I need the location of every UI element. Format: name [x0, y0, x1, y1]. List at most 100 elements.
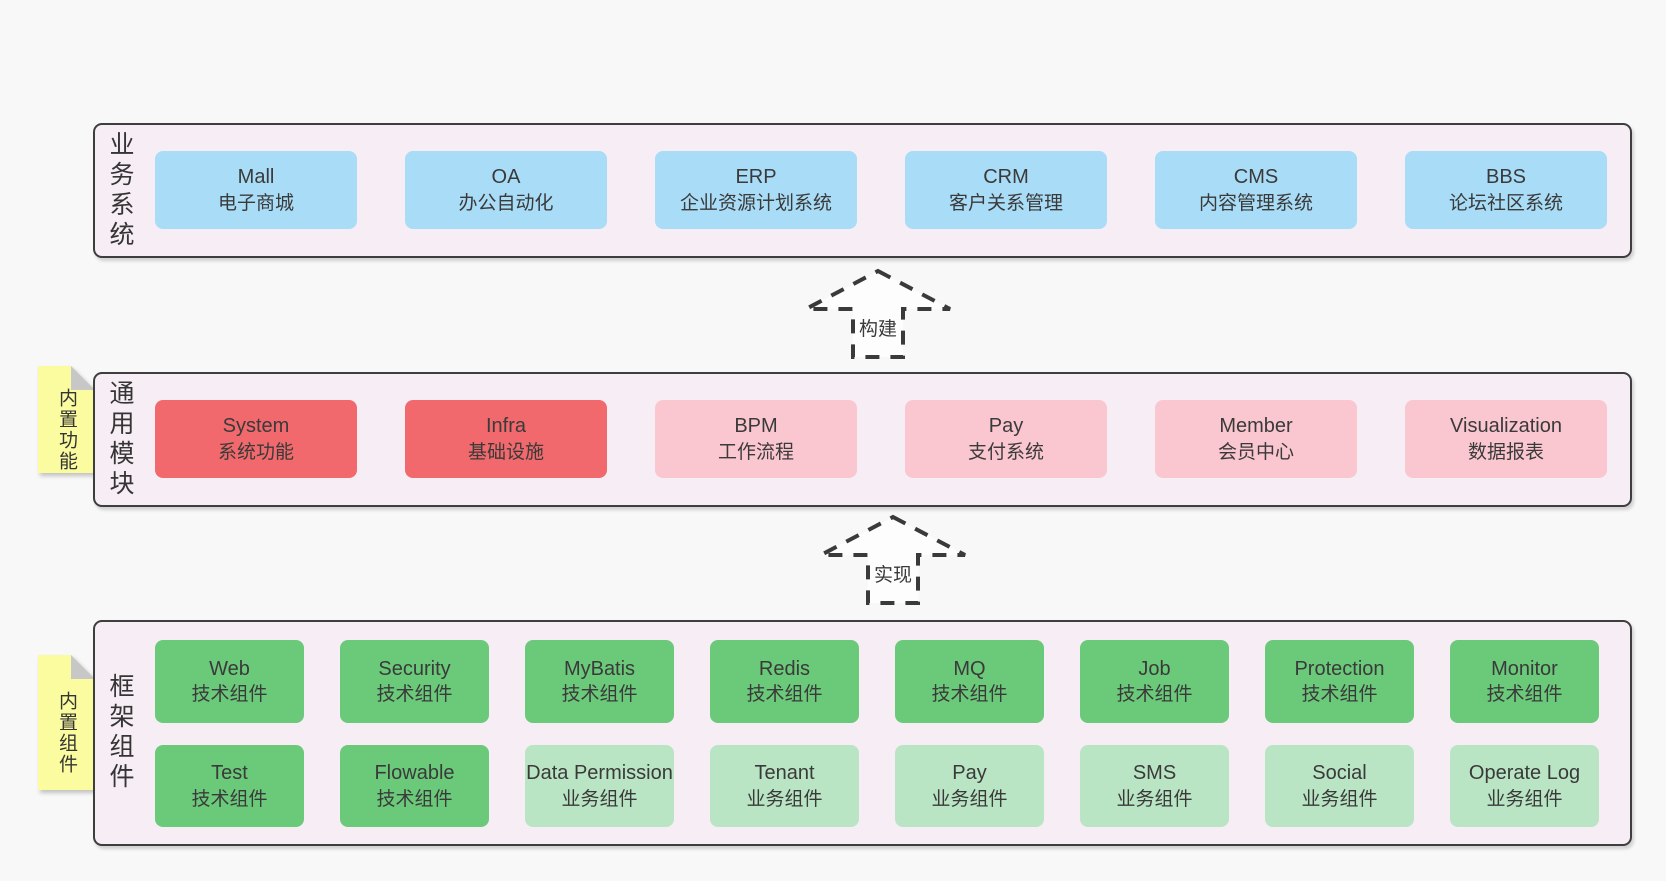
module-box: MyBatis 技术组件: [525, 640, 674, 723]
box-subtitle: 技术组件: [191, 684, 268, 706]
box-title: MyBatis: [563, 657, 636, 680]
arrow-label-build: 构建: [858, 319, 897, 340]
box-subtitle: 技术组件: [376, 684, 453, 706]
box-subtitle: 技术组件: [376, 788, 453, 810]
box-title: Redis: [758, 657, 811, 680]
box-subtitle: 技术组件: [1486, 684, 1563, 706]
module-box: Job 技术组件: [1080, 640, 1229, 723]
box-subtitle: 业务组件: [561, 788, 638, 810]
sticky-note-built-in-features: 内置功能: [38, 366, 95, 473]
box-title: Web: [209, 657, 250, 680]
box-title: Flowable: [374, 762, 455, 785]
box-title: Social: [1312, 762, 1367, 785]
module-box: System 系统功能: [155, 400, 357, 478]
module-box: Social 业务组件: [1265, 745, 1414, 827]
modules-boxes-row: System 系统功能 Infra 基础设施 BPM 工作流程 Pay 支付系统 Member 会…: [155, 400, 1607, 478]
sticky-label: 内置组件: [56, 690, 77, 775]
box-title: Protection: [1294, 657, 1385, 680]
module-box: SMS 业务组件: [1080, 745, 1229, 827]
box-subtitle: 论坛社区系统: [1448, 192, 1563, 214]
box-title: Job: [1138, 657, 1171, 680]
box-subtitle: 业务组件: [1301, 788, 1378, 810]
box-subtitle: 技术组件: [1301, 684, 1378, 706]
box-title: Tenant: [754, 762, 815, 785]
box-title: Pay: [988, 415, 1024, 438]
box-subtitle: 系统功能: [217, 441, 294, 463]
box-subtitle: 数据报表: [1467, 441, 1544, 463]
box-subtitle: 内容管理系统: [1198, 192, 1313, 214]
module-box: Web 技术组件: [155, 640, 304, 723]
layer-common-modules: 通用模块 System 系统功能 Infra 基础设施 BPM 工作流程 Pay 支付系统 Me…: [93, 372, 1632, 507]
module-box: Pay 业务组件: [895, 745, 1044, 827]
box-subtitle: 业务组件: [1116, 788, 1193, 810]
module-box: Redis 技术组件: [710, 640, 859, 723]
box-title: SMS: [1132, 762, 1177, 785]
module-box: CMS 内容管理系统: [1155, 151, 1357, 229]
module-box: ERP 企业资源计划系统: [655, 151, 857, 229]
box-title: BBS: [1485, 166, 1527, 189]
box-title: System: [222, 415, 290, 438]
layer-label-common-modules: 通用模块: [106, 379, 134, 500]
box-title: Security: [378, 657, 451, 680]
box-subtitle: 工作流程: [717, 441, 794, 463]
box-subtitle: 企业资源计划系统: [679, 192, 832, 214]
module-box: Visualization 数据报表: [1405, 400, 1607, 478]
module-box: Infra 基础设施: [405, 400, 607, 478]
box-subtitle: 电子商城: [217, 192, 294, 214]
box-subtitle: 业务组件: [1486, 788, 1563, 810]
box-title: Member: [1219, 415, 1293, 438]
module-box: BBS 论坛社区系统: [1405, 151, 1607, 229]
box-subtitle: 技术组件: [931, 684, 1008, 706]
layer-label-framework-components: 框架组件: [106, 673, 134, 793]
box-subtitle: 办公自动化: [458, 192, 554, 214]
layer-label-business-systems: 业务系统: [106, 130, 134, 251]
box-subtitle: 业务组件: [931, 788, 1008, 810]
box-subtitle: 技术组件: [746, 684, 823, 706]
module-box: Protection 技术组件: [1265, 640, 1414, 723]
box-title: CRM: [983, 166, 1029, 189]
box-title: OA: [491, 166, 521, 189]
arrow-build: 构建: [803, 268, 953, 360]
box-subtitle: 技术组件: [191, 788, 268, 810]
sticky-note-built-in-components: 内置组件: [38, 655, 95, 790]
box-subtitle: 支付系统: [967, 441, 1044, 463]
box-subtitle: 客户关系管理: [948, 192, 1063, 214]
module-box: Pay 支付系统: [905, 400, 1107, 478]
box-title: Infra: [485, 415, 527, 438]
module-box: Tenant 业务组件: [710, 745, 859, 827]
box-subtitle: 技术组件: [1116, 684, 1193, 706]
dashed-up-arrow-icon: [820, 514, 966, 605]
module-box: OA 办公自动化: [405, 151, 607, 229]
module-box: Monitor 技术组件: [1450, 640, 1599, 723]
box-subtitle: 技术组件: [561, 684, 638, 706]
box-title: MQ: [953, 657, 986, 680]
box-title: Test: [211, 762, 248, 785]
box-title: Operate Log: [1468, 762, 1581, 785]
arrow-implement: 实现: [818, 514, 968, 606]
box-title: Visualization: [1450, 415, 1562, 438]
box-title: BPM: [734, 415, 778, 438]
dashed-up-arrow-icon: [805, 268, 951, 359]
box-subtitle: 业务组件: [746, 788, 823, 810]
module-box: MQ 技术组件: [895, 640, 1044, 723]
module-box: BPM 工作流程: [655, 400, 857, 478]
box-title: Pay: [952, 762, 987, 785]
box-subtitle: 会员中心: [1217, 441, 1294, 463]
box-title: ERP: [735, 166, 777, 189]
sticky-label: 内置功能: [56, 387, 77, 472]
module-box: Member 会员中心: [1155, 400, 1357, 478]
module-box: Test 技术组件: [155, 745, 304, 827]
module-box: Flowable 技术组件: [340, 745, 489, 827]
module-box: Security 技术组件: [340, 640, 489, 723]
box-subtitle: 基础设施: [467, 441, 544, 463]
box-title: CMS: [1233, 166, 1279, 189]
box-title: Monitor: [1491, 657, 1558, 680]
